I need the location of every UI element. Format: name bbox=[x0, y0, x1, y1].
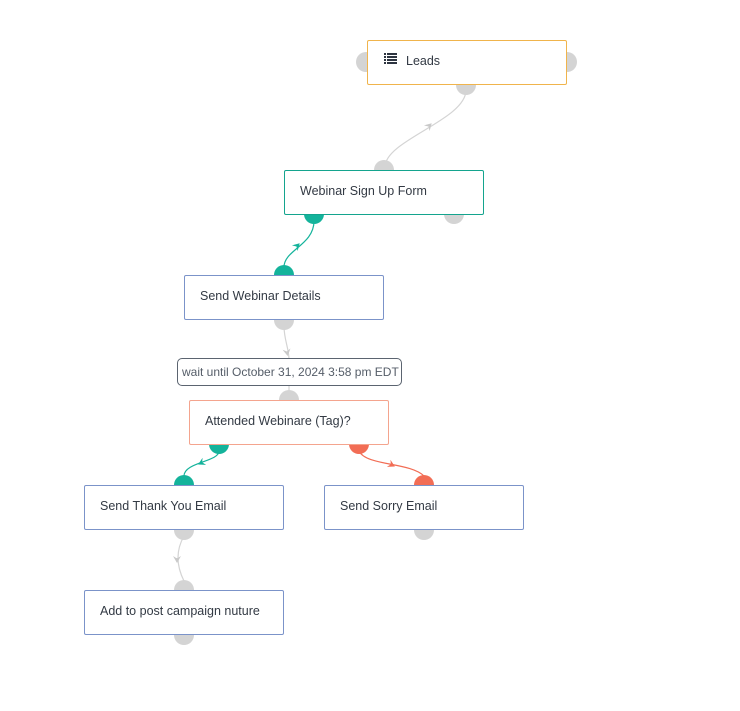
list-icon bbox=[384, 53, 397, 64]
node-leads-label: Leads bbox=[406, 54, 441, 68]
node-wait[interactable]: wait until October 31, 2024 3:58 pm EDT bbox=[177, 358, 402, 386]
node-leads[interactable]: Leads bbox=[367, 40, 567, 85]
node-add-to-post-campaign-label: Add to post campaign nuture bbox=[100, 604, 260, 618]
edge-thank-you-to-post-campaign[interactable] bbox=[177, 535, 185, 582]
node-send-thank-you-email[interactable]: Send Thank You Email bbox=[84, 485, 284, 530]
edge-send-details-to-wait[interactable] bbox=[283, 325, 290, 361]
node-send-webinar-details[interactable]: Send Webinar Details bbox=[184, 275, 384, 320]
node-send-thank-you-email-label: Send Thank You Email bbox=[100, 499, 227, 513]
node-add-to-post-campaign[interactable]: Add to post campaign nuture bbox=[84, 590, 284, 635]
node-webinar-signup[interactable]: Webinar Sign Up Form bbox=[284, 170, 484, 215]
node-send-sorry-email-label: Send Sorry Email bbox=[340, 499, 438, 513]
node-attended-webinar-condition[interactable]: Attended Webinare (Tag)? bbox=[189, 400, 389, 445]
node-send-webinar-details-label: Send Webinar Details bbox=[200, 289, 321, 303]
edge-attended-to-thank-you[interactable] bbox=[183, 450, 220, 477]
node-webinar-signup-label: Webinar Sign Up Form bbox=[300, 184, 427, 198]
node-attended-webinar-label: Attended Webinare (Tag)? bbox=[205, 414, 351, 428]
edge-leads-to-webinar-signup[interactable] bbox=[384, 89, 467, 168]
edge-attended-to-sorry[interactable] bbox=[358, 450, 425, 477]
node-wait-label: wait until October 31, 2024 3:58 pm EDT bbox=[182, 365, 399, 379]
node-send-sorry-email[interactable]: Send Sorry Email bbox=[324, 485, 524, 530]
